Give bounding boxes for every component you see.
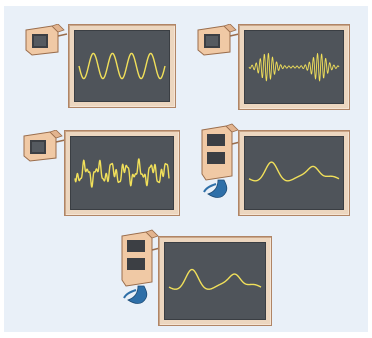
- organ-pipe-lungs-icon: [201, 123, 241, 198]
- waveform-line: [248, 161, 340, 182]
- chalkboard-frame: [238, 130, 350, 216]
- chalkboard-frame: [68, 24, 176, 108]
- chalkboard-frame: [238, 24, 350, 110]
- waveform-line: [78, 52, 166, 80]
- waveform-trace: [168, 268, 262, 290]
- chalkboard: [70, 136, 174, 210]
- waveform-trace: [78, 52, 166, 80]
- radio-speaker-icon: [23, 130, 66, 162]
- waveform-trace: [74, 158, 170, 188]
- waveform-line: [74, 158, 170, 188]
- chalkboard-frame: [64, 130, 180, 216]
- waveform-line: [248, 52, 340, 82]
- organ-pipe-lungs-icon: [121, 229, 161, 304]
- waveform-line: [168, 268, 262, 290]
- waveform-trace: [248, 161, 340, 182]
- chalkboard-frame: [158, 236, 272, 326]
- radio-speaker-icon: [25, 24, 68, 56]
- chalkboard: [244, 136, 344, 210]
- waveform-trace: [248, 52, 340, 82]
- chalkboard: [244, 30, 344, 104]
- radio-speaker-icon: [197, 24, 240, 56]
- chalkboard: [164, 242, 266, 320]
- chalkboard: [74, 30, 170, 102]
